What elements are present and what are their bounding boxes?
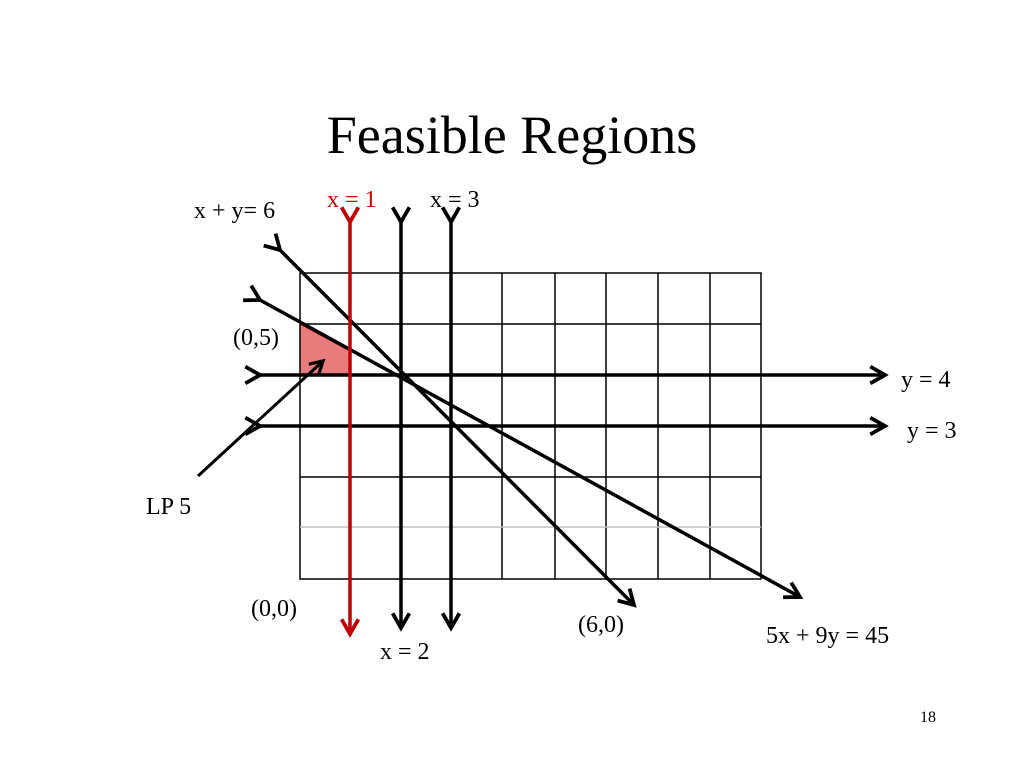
label-x-plus-y-6: x + y= 6 — [194, 198, 276, 224]
label-y-3: y = 3 — [907, 418, 957, 444]
label-point-0-5: (0,5) — [233, 325, 279, 351]
label-5x-9y-45: 5x + 9y = 45 — [766, 623, 890, 649]
label-point-6-0: (6,0) — [578, 612, 624, 638]
label-y-4: y = 4 — [901, 367, 951, 393]
label-point-0-0: (0,0) — [251, 596, 297, 622]
lp5-pointer-arrow — [196, 358, 326, 478]
page-number: 18 — [920, 709, 936, 726]
label-lp5: LP 5 — [146, 494, 192, 520]
slide-title: Feasible Regions — [326, 105, 698, 165]
line-5x-9y-45 — [243, 284, 804, 600]
feasible-region — [299, 323, 351, 376]
constraint-lines — [196, 206, 889, 632]
label-x-3: x = 3 — [430, 187, 480, 213]
label-x-2: x = 2 — [380, 639, 430, 665]
label-x-1: x = 1 — [327, 187, 377, 213]
